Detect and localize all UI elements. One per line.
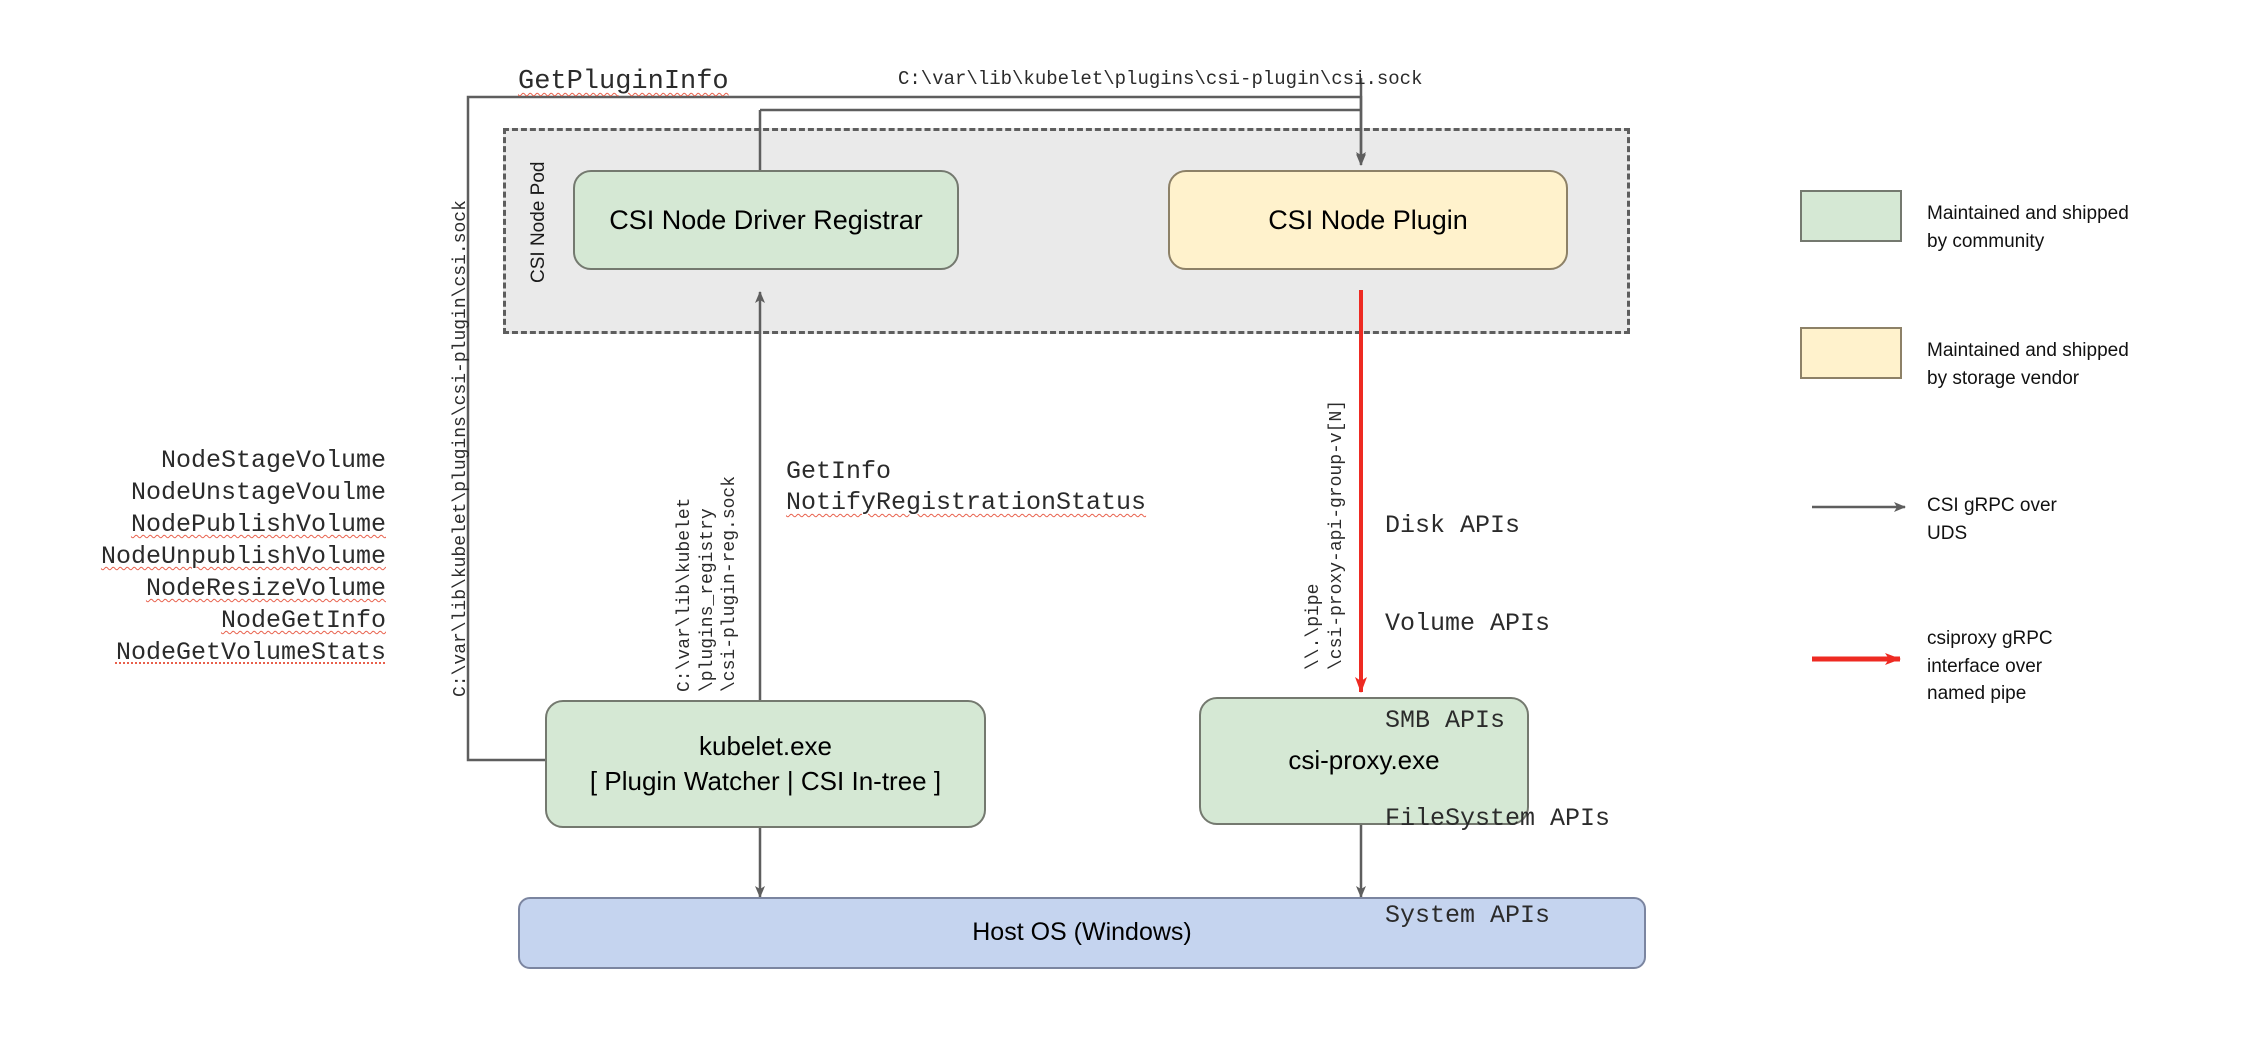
node-api-item: NodeStageVolume: [160, 446, 386, 475]
proxy-api-item: SMB APIs: [1385, 706, 1506, 735]
node-csi-node-plugin[interactable]: CSI Node Plugin: [1168, 170, 1568, 270]
label-get-info: GetInfo: [786, 457, 892, 486]
label-csi-sock-path-vertical: C:\var\lib\kubelet\plugins\csi-plugin\cs…: [451, 200, 471, 697]
proxy-api-item: Disk APIs: [1385, 511, 1521, 540]
node-api-item: NodeUnpublishVolume: [100, 542, 386, 571]
node-api-item: NodePublishVolume: [130, 510, 386, 539]
legend-label-csi-grpc-uds: CSI gRPC over UDS: [1927, 495, 2057, 544]
proxy-api-item: Volume APIs: [1385, 608, 1551, 638]
node-csi-proxy-exe[interactable]: csi-proxy.exe: [1199, 697, 1529, 825]
label-get-plugin-info: GetPluginInfo: [518, 67, 729, 97]
node-csi-node-driver-registrar[interactable]: CSI Node Driver Registrar: [573, 170, 959, 270]
proxy-api-list: Disk APIs Volume APIs SMB APIs FileSyste…: [1385, 445, 1610, 998]
label-notify-registration-status: NotifyRegistrationStatus: [786, 488, 1147, 517]
legend-label-vendor: Maintained and shipped by storage vendor: [1927, 340, 2129, 389]
node-api-list: NodeStageVolume NodeUnstageVoulme NodePu…: [80, 445, 386, 669]
label-named-pipe-vertical: \\.\pipe \csi-proxy-api-group-v[N]: [1304, 399, 1347, 670]
label-registry-sock-vertical: C:\var\lib\kubelet \plugins_registry \cs…: [675, 475, 740, 692]
legend-label-csiproxy-grpc: csiproxy gRPC interface over named pipe: [1927, 628, 2053, 705]
node-api-item: NodeUnstageVoulme: [130, 478, 386, 507]
node-host-os[interactable]: Host OS (Windows): [518, 897, 1646, 969]
legend-label-community: Maintained and shipped by community: [1927, 203, 2129, 252]
legend-swatch-community: [1800, 190, 1902, 242]
node-api-item: NodeGetInfo: [220, 606, 386, 635]
label-csi-sock-path-top: C:\var\lib\kubelet\plugins\csi-plugin\cs…: [898, 68, 1423, 90]
legend-swatch-vendor: [1800, 327, 1902, 379]
node-api-item: NodeGetVolumeStats: [115, 638, 386, 667]
node-api-item: NodeResizeVolume: [145, 574, 386, 603]
proxy-api-item: FileSystem APIs: [1385, 803, 1611, 833]
proxy-api-item: System APIs: [1385, 901, 1551, 930]
csi-node-pod-label: CSI Node Pod: [528, 161, 549, 283]
node-kubelet-exe[interactable]: kubelet.exe [ Plugin Watcher | CSI In-tr…: [545, 700, 986, 828]
